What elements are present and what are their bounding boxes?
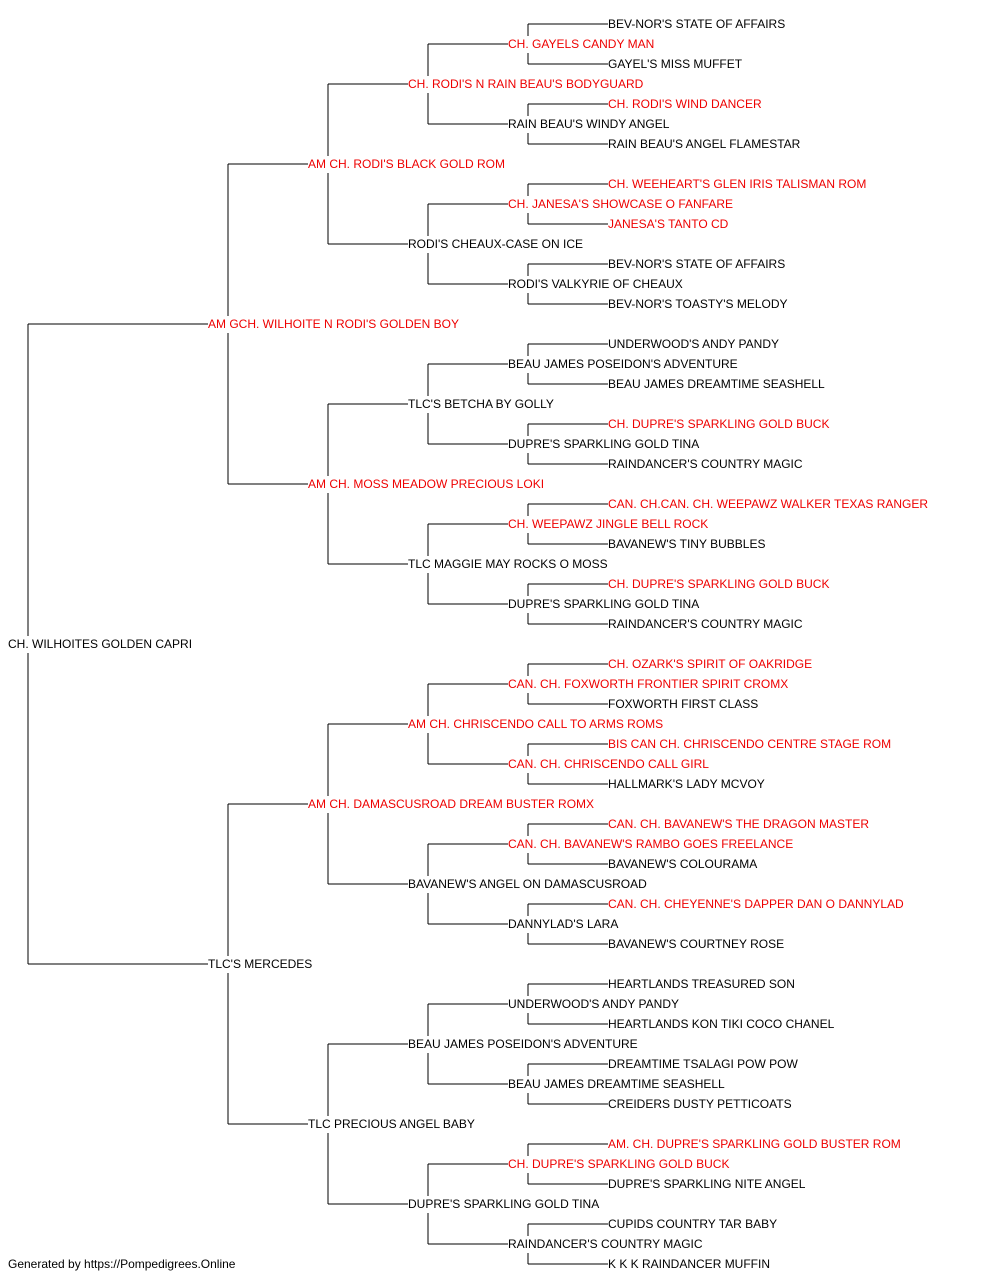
- ancestor-name: HEARTLANDS KON TIKI COCO CHANEL: [608, 1017, 835, 1031]
- ancestor-name: CH. WEEPAWZ JINGLE BELL ROCK: [508, 517, 709, 531]
- ancestor-name: DANNYLAD'S LARA: [508, 917, 619, 931]
- ancestor-name: RAINDANCER'S COUNTRY MAGIC: [608, 457, 803, 471]
- ancestor-name: DUPRE'S SPARKLING GOLD TINA: [508, 597, 700, 611]
- ancestor-name: RAIN BEAU'S ANGEL FLAMESTAR: [608, 137, 801, 151]
- ancestor-name: BEAU JAMES POSEIDON'S ADVENTURE: [508, 357, 738, 371]
- ancestor-name: BEV-NOR'S STATE OF AFFAIRS: [608, 257, 786, 271]
- ancestor-name: CAN. CH. BAVANEW'S RAMBO GOES FREELANCE: [508, 837, 794, 851]
- ancestor-name: CAN. CH. FOXWORTH FRONTIER SPIRIT CROMX: [508, 677, 789, 691]
- ancestor-name: TLC MAGGIE MAY ROCKS O MOSS: [408, 557, 608, 571]
- ancestor-name: RAIN BEAU'S WINDY ANGEL: [508, 117, 670, 131]
- ancestor-name: CAN. CH. CHEYENNE'S DAPPER DAN O DANNYLA…: [608, 897, 904, 911]
- ancestor-name: CH. DUPRE'S SPARKLING GOLD BUCK: [508, 1157, 730, 1171]
- ancestor-name: CH. OZARK'S SPIRIT OF OAKRIDGE: [608, 657, 813, 671]
- ancestor-name: CH. DUPRE'S SPARKLING GOLD BUCK: [608, 577, 830, 591]
- ancestor-name: RODI'S VALKYRIE OF CHEAUX: [508, 277, 683, 291]
- ancestor-name: AM. CH. DUPRE'S SPARKLING GOLD BUSTER RO…: [608, 1137, 901, 1151]
- ancestor-name: DREAMTIME TSALAGI POW POW: [608, 1057, 798, 1071]
- ancestor-name: UNDERWOOD'S ANDY PANDY: [608, 337, 779, 351]
- ancestor-name: AM CH. CHRISCENDO CALL TO ARMS ROMS: [408, 717, 664, 731]
- ancestor-name: CREIDERS DUSTY PETTICOATS: [608, 1097, 792, 1111]
- ancestor-name: BEV-NOR'S STATE OF AFFAIRS: [608, 17, 786, 31]
- ancestor-name: AM CH. DAMASCUSROAD DREAM BUSTER ROMX: [308, 797, 595, 811]
- ancestor-name: CAN. CH.CAN. CH. WEEPAWZ WALKER TEXAS RA…: [608, 497, 929, 511]
- ancestor-name: RAINDANCER'S COUNTRY MAGIC: [508, 1237, 703, 1251]
- ancestor-name: CH. RODI'S N RAIN BEAU'S BODYGUARD: [408, 77, 644, 91]
- ancestor-name: RAINDANCER'S COUNTRY MAGIC: [608, 617, 803, 631]
- ancestor-name: CH. GAYELS CANDY MAN: [508, 37, 655, 51]
- ancestor-name: DUPRE'S SPARKLING GOLD TINA: [508, 437, 700, 451]
- ancestor-name: K K K RAINDANCER MUFFIN: [608, 1257, 771, 1271]
- ancestor-name: CAN. CH. CHRISCENDO CALL GIRL: [508, 757, 709, 771]
- ancestor-name: TLC'S BETCHA BY GOLLY: [408, 397, 554, 411]
- ancestor-name: BAVANEW'S ANGEL ON DAMASCUSROAD: [408, 877, 647, 891]
- ancestor-name: TLC PRECIOUS ANGEL BABY: [308, 1117, 475, 1131]
- ancestor-name: CH. WEEHEART'S GLEN IRIS TALISMAN ROM: [608, 177, 867, 191]
- ancestor-name: FOXWORTH FIRST CLASS: [608, 697, 759, 711]
- ancestor-name: BEAU JAMES DREAMTIME SEASHELL: [508, 1077, 725, 1091]
- ancestor-name: BAVANEW'S TINY BUBBLES: [608, 537, 766, 551]
- footer-credit: Generated by https://Pompedigrees.Online: [8, 1257, 236, 1271]
- ancestor-name: HEARTLANDS TREASURED SON: [608, 977, 795, 991]
- ancestor-name: CH. DUPRE'S SPARKLING GOLD BUCK: [608, 417, 830, 431]
- ancestor-name: BIS CAN CH. CHRISCENDO CENTRE STAGE ROM: [608, 737, 892, 751]
- ancestor-name: BEAU JAMES DREAMTIME SEASHELL: [608, 377, 825, 391]
- ancestor-name: JANESA'S TANTO CD: [608, 217, 729, 231]
- ancestor-name: DUPRE'S SPARKLING GOLD TINA: [408, 1197, 600, 1211]
- ancestor-name: CH. RODI'S WIND DANCER: [608, 97, 762, 111]
- ancestor-name: GAYEL'S MISS MUFFET: [608, 57, 743, 71]
- ancestor-name: AM GCH. WILHOITE N RODI'S GOLDEN BOY: [208, 317, 459, 331]
- ancestor-name: AM CH. RODI'S BLACK GOLD ROM: [308, 157, 505, 171]
- ancestor-name: BEAU JAMES POSEIDON'S ADVENTURE: [408, 1037, 638, 1051]
- ancestor-name: CUPIDS COUNTRY TAR BABY: [608, 1217, 778, 1231]
- ancestor-name: HALLMARK'S LADY MCVOY: [608, 777, 765, 791]
- ancestor-name: BAVANEW'S COURTNEY ROSE: [608, 937, 785, 951]
- ancestor-name: BAVANEW'S COLOURAMA: [608, 857, 758, 871]
- ancestor-name: DUPRE'S SPARKLING NITE ANGEL: [608, 1177, 806, 1191]
- subject-dog-name: CH. WILHOITES GOLDEN CAPRI: [8, 637, 193, 651]
- ancestor-name: AM CH. MOSS MEADOW PRECIOUS LOKI: [308, 477, 545, 491]
- ancestor-name: UNDERWOOD'S ANDY PANDY: [508, 997, 679, 1011]
- ancestor-name: CH. JANESA'S SHOWCASE O FANFARE: [508, 197, 733, 211]
- ancestor-name: RODI'S CHEAUX-CASE ON ICE: [408, 237, 583, 251]
- ancestor-name: TLC'S MERCEDES: [208, 957, 313, 971]
- ancestor-name: BEV-NOR'S TOASTY'S MELODY: [608, 297, 788, 311]
- ancestor-name: CAN. CH. BAVANEW'S THE DRAGON MASTER: [608, 817, 869, 831]
